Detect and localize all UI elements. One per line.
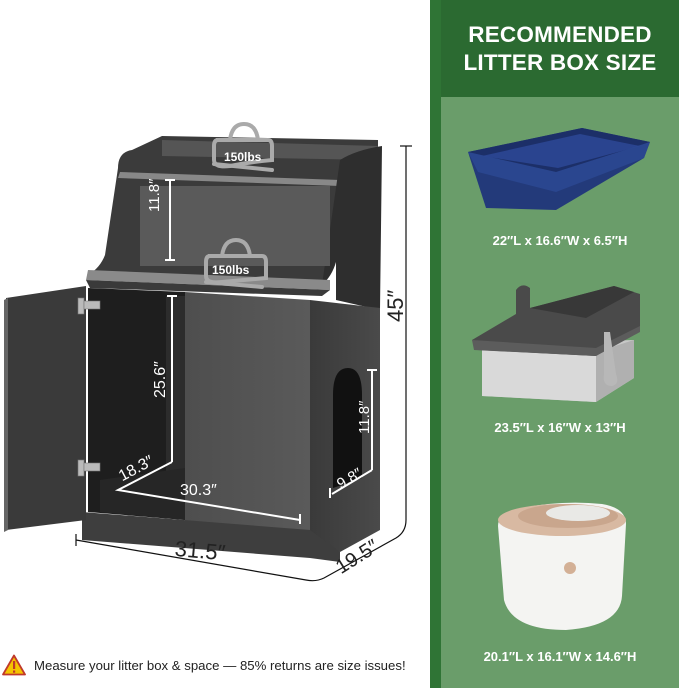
panel-title-line2: LITTER BOX SIZE	[463, 49, 657, 75]
label-inner-height: 25.6″	[152, 361, 169, 398]
box-1-caption: 22″L x 16.6″W x 6.5″H	[492, 233, 628, 248]
open-blue-litter-box-image	[468, 128, 650, 210]
panel-title-line1: RECOMMENDED	[468, 21, 652, 47]
cabinet-illustration	[4, 121, 412, 582]
panel-header: RECOMMENDED LITTER BOX SIZE	[441, 0, 679, 97]
high-sided-stainless-litter-box-image	[472, 285, 640, 402]
box-3-caption: 20.1″L x 16.1″W x 14.6″H	[483, 649, 637, 664]
warning-text: Measure your litter box & space — 85% re…	[34, 657, 406, 673]
weight-icon-top	[212, 121, 274, 172]
weight-icon-middle	[204, 237, 268, 289]
label-side-opening-height: 11.8″	[356, 400, 373, 434]
label-inner-width: 30.3″	[180, 482, 217, 499]
top-entry-litter-box-image	[498, 502, 626, 630]
label-shelf-gap: 11.8″	[146, 178, 163, 212]
warning-triangle-icon	[2, 654, 26, 676]
recommended-size-panel: RECOMMENDED LITTER BOX SIZE 22″L x 16.6″…	[430, 0, 679, 688]
label-overall-width: 31.5″	[173, 536, 227, 566]
size-warning-banner: Measure your litter box & space — 85% re…	[2, 654, 430, 676]
cabinet-diagram-panel: 150lbs 150lbs 11.8″ 25.6″ 18.3″ 30.3″ 11…	[2, 121, 430, 676]
panel-border	[430, 0, 441, 688]
label-weight-top: 150lbs	[224, 150, 262, 164]
hinge-icon	[77, 297, 101, 477]
label-overall-height: 45″	[383, 289, 408, 322]
box-2-caption: 23.5″L x 16″W x 13″H	[494, 420, 626, 435]
label-weight-middle: 150lbs	[212, 263, 250, 277]
